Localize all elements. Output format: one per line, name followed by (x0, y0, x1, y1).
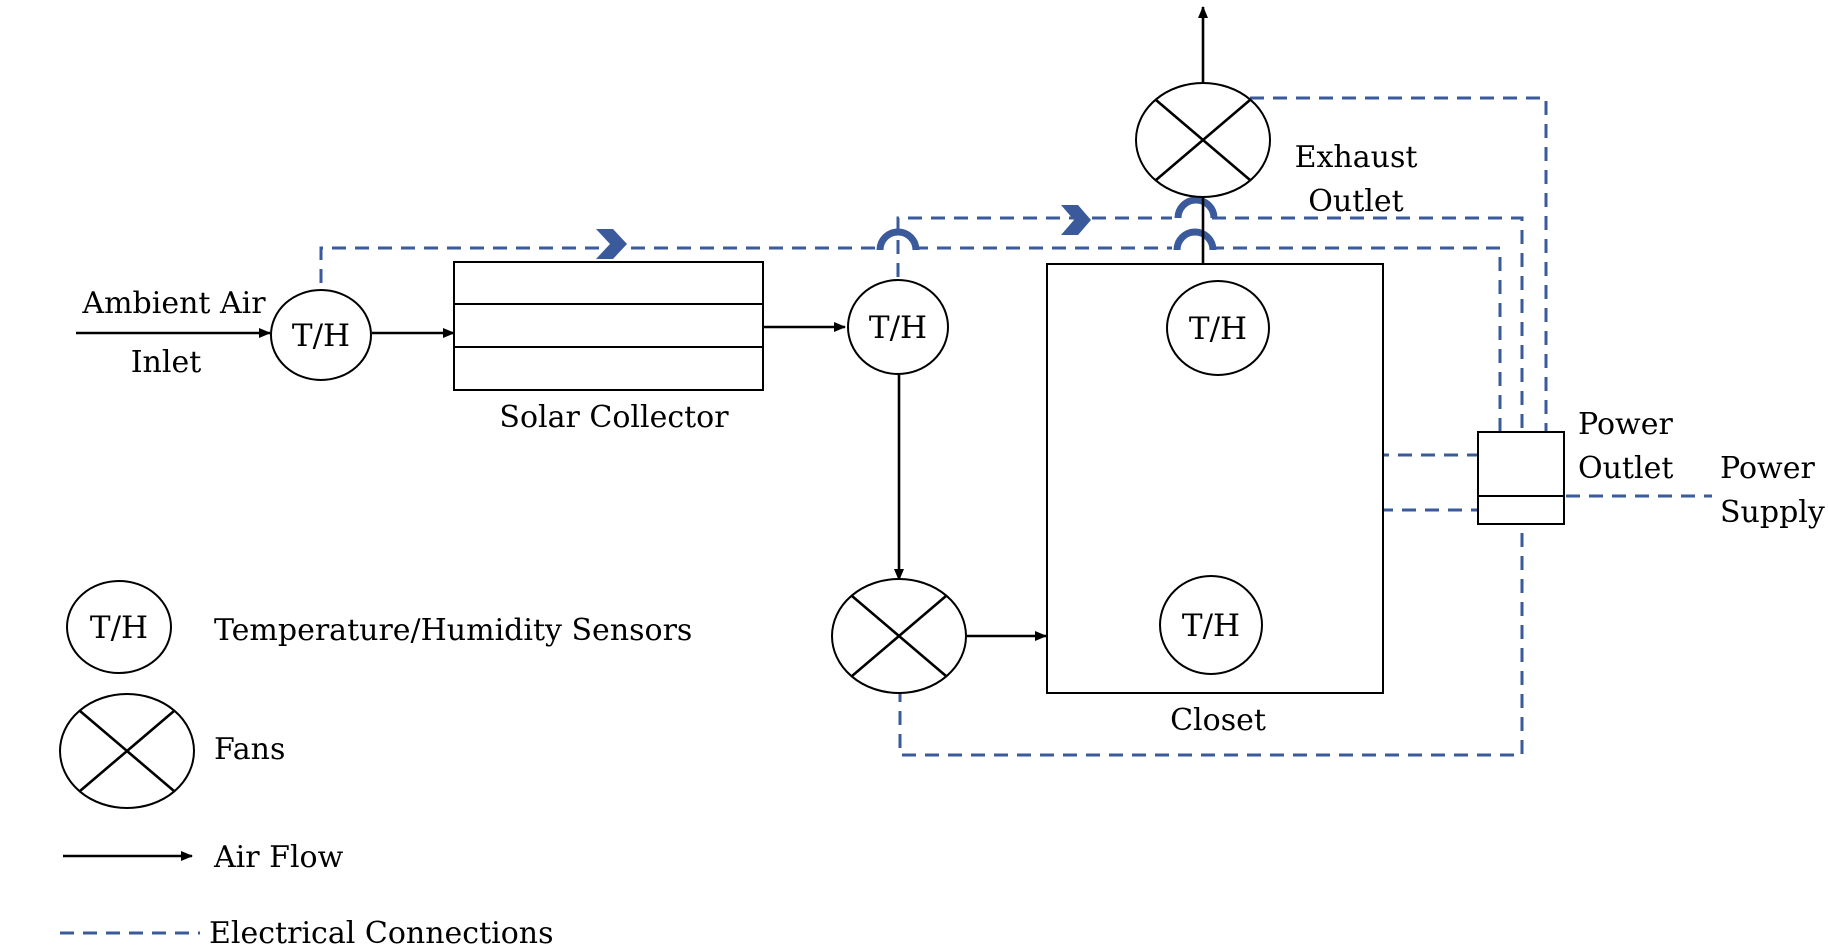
closet-top-sensor: T/H (1166, 280, 1270, 376)
solar-collector (453, 261, 764, 391)
line-hop (1173, 228, 1217, 251)
power-supply-label-line1: Power (1720, 451, 1815, 486)
legend-sensor-icon: T/H (66, 580, 172, 674)
power-outlet-label-line1: Power (1578, 407, 1673, 442)
ambient-air-label: Ambient Air (81, 286, 266, 321)
inlet-label: Inlet (131, 345, 202, 380)
sensor-label: T/H (1189, 311, 1247, 347)
legend-sensors-label: Temperature/Humidity Sensors (214, 613, 692, 648)
sensor-label: T/H (1182, 608, 1240, 644)
chevron-arrow-icon (596, 229, 627, 259)
legend: T/H Temperature/Humidity Sensors Fans Ai… (59, 580, 692, 951)
collector-sensor: T/H (847, 279, 949, 375)
electrical-line-inlet-sensor (319, 246, 1502, 432)
power-outlet (1477, 431, 1565, 525)
legend-fan-icon (59, 693, 195, 809)
legend-air-flow-label: Air Flow (213, 840, 344, 875)
air-flow-lines (76, 6, 1208, 641)
chevron-arrow-icon (1061, 205, 1091, 235)
exhaust-outlet-label: Outlet (1308, 184, 1403, 219)
inlet-fan (831, 578, 967, 694)
solar-collector-label: Solar Collector (499, 400, 729, 435)
power-outlet-label-line2: Outlet (1578, 451, 1673, 486)
closet-label: Closet (1170, 703, 1266, 738)
legend-electrical-label: Electrical Connections (209, 916, 554, 951)
power-supply-label-line2: Supply (1720, 495, 1825, 530)
sensor-label: T/H (869, 310, 927, 346)
legend-fans-label: Fans (214, 732, 285, 767)
sensor-label: T/H (292, 318, 350, 354)
electrical-line-inlet-fan (898, 525, 1524, 757)
line-hop (1174, 196, 1218, 219)
exhaust-label: Exhaust (1295, 140, 1418, 175)
exhaust-fan (1135, 82, 1271, 198)
closet-bottom-sensor: T/H (1159, 575, 1263, 675)
inlet-sensor: T/H (270, 289, 372, 381)
electrical-line-exhaust-fan (1250, 96, 1548, 432)
line-hop (876, 228, 920, 251)
sensor-label: T/H (90, 610, 148, 646)
